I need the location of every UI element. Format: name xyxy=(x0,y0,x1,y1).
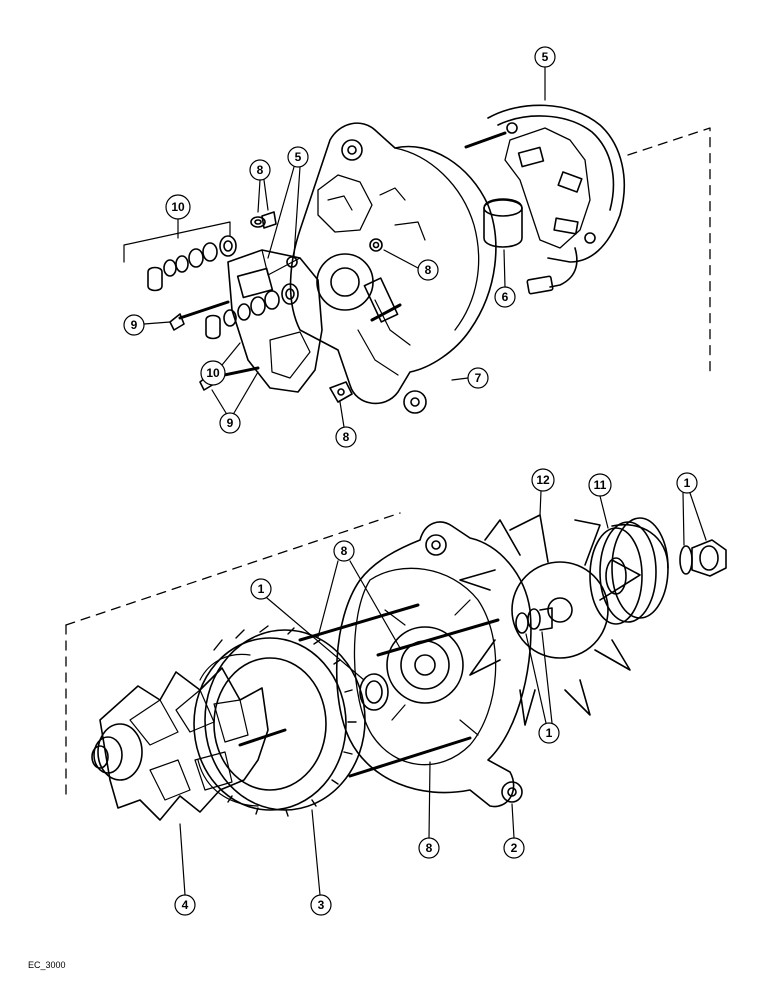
callout-9-lower: 9 xyxy=(211,371,259,434)
svg-text:5: 5 xyxy=(542,50,549,64)
callout-5-regulator: 5 xyxy=(267,146,309,259)
lower-group-boundary-top xyxy=(65,512,401,626)
callout-3-stator: 3 xyxy=(310,809,332,916)
rotor xyxy=(91,667,287,821)
svg-text:9: 9 xyxy=(227,416,234,430)
svg-text:8: 8 xyxy=(425,263,432,277)
callout-1-pulley-nut: 1 xyxy=(676,472,707,546)
callout-12-fan: 12 xyxy=(531,468,555,516)
svg-text:1: 1 xyxy=(684,476,691,490)
callout-8-lower-bolt: 8 xyxy=(418,761,440,859)
rear-housing xyxy=(289,122,497,414)
svg-text:5: 5 xyxy=(295,150,302,164)
svg-text:8: 8 xyxy=(426,841,433,855)
svg-text:1: 1 xyxy=(546,726,553,740)
svg-text:3: 3 xyxy=(318,898,325,912)
pulley xyxy=(589,517,669,625)
callout-11-pulley: 11 xyxy=(588,473,612,529)
callout-8-bottom-nut: 8 xyxy=(335,401,357,448)
drive-end-frame xyxy=(335,521,532,808)
callout-10-upper: 10 xyxy=(123,194,231,263)
callout-1-spacer: 1 xyxy=(525,631,560,744)
callout-10-lower: 10 xyxy=(200,342,241,386)
callout-8-through-bolts: 8 xyxy=(317,540,401,649)
reference-code: EC_3000 xyxy=(28,960,66,970)
nuts-upper xyxy=(250,211,383,403)
callout-2-drive-end-frame: 2 xyxy=(503,803,525,859)
svg-text:9: 9 xyxy=(131,318,138,332)
svg-text:8: 8 xyxy=(343,430,350,444)
callout-4-rotor: 4 xyxy=(174,823,196,916)
svg-text:12: 12 xyxy=(536,473,550,487)
svg-text:2: 2 xyxy=(511,841,518,855)
regulator-assembly xyxy=(227,249,323,393)
callout-6-cap: 6 xyxy=(494,249,516,308)
stator xyxy=(193,625,366,817)
callout-5-brush-holder: 5 xyxy=(534,46,556,101)
svg-text:7: 7 xyxy=(475,371,482,385)
brush-spring-set-upper xyxy=(147,235,237,292)
through-bolts xyxy=(298,603,500,778)
svg-text:8: 8 xyxy=(341,544,348,558)
callout-8-housing: 8 xyxy=(383,249,439,281)
svg-text:6: 6 xyxy=(502,290,509,304)
callout-8-nut-top: 8 xyxy=(249,159,271,213)
callout-1-washer: 1 xyxy=(250,578,365,681)
svg-text:8: 8 xyxy=(257,163,264,177)
upper-group-boundary xyxy=(627,127,711,373)
pulley-nut xyxy=(679,539,727,577)
svg-text:10: 10 xyxy=(171,200,185,214)
callouts: 5 8 5 10 8 xyxy=(123,46,707,916)
callout-9-upper: 9 xyxy=(123,314,171,336)
svg-text:1: 1 xyxy=(258,582,265,596)
svg-text:10: 10 xyxy=(206,366,220,380)
brush-spring-set-lower xyxy=(205,283,299,340)
callout-7-rear-housing: 7 xyxy=(451,367,489,389)
fan xyxy=(459,514,641,726)
svg-text:11: 11 xyxy=(594,478,607,492)
brush-holder-cap xyxy=(464,104,626,295)
svg-text:4: 4 xyxy=(182,898,189,912)
shaft-spacers xyxy=(359,607,553,711)
bearing-cap xyxy=(483,198,523,248)
group-boundary-lines xyxy=(65,127,711,796)
